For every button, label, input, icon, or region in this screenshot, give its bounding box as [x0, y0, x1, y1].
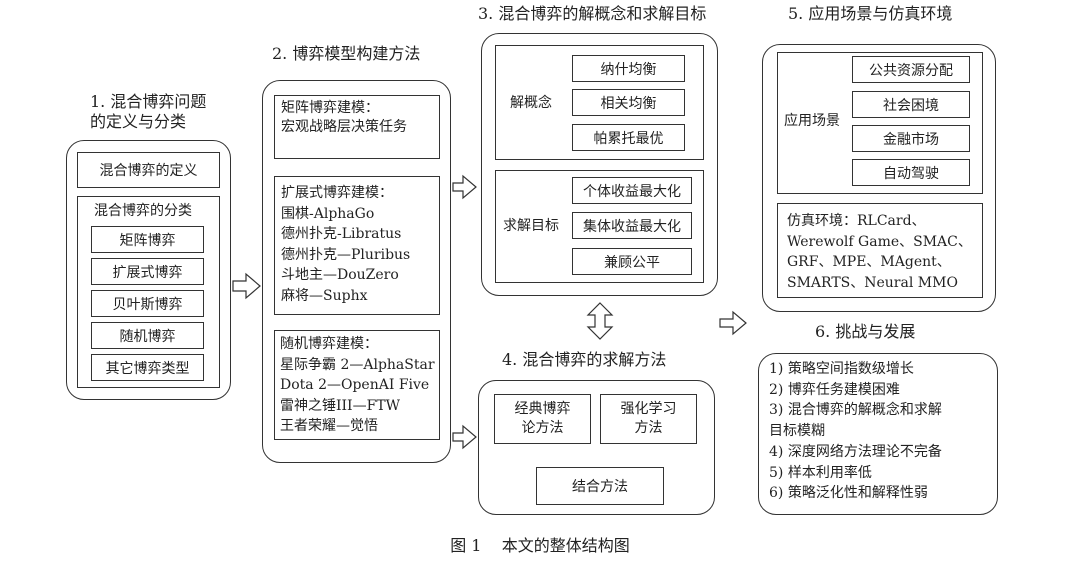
challenge-item-3-cont: 目标模糊	[769, 423, 825, 440]
challenge-item-5: 5) 样本利用率低	[769, 464, 872, 481]
section1-title-line-1: 1. 混合博弈问题	[90, 92, 207, 111]
type-bayesian-label: 贝叶斯博弈	[112, 296, 183, 313]
type-matrix-label: 矩阵博弈	[119, 232, 176, 249]
definition-box: 混合博弈的定义	[77, 152, 220, 188]
arrow-s1-to-s2	[232, 272, 261, 300]
stochastic-item-ftw: 雷神之锤III—FTW	[280, 397, 401, 414]
section1-title-line-2: 的定义与分类	[90, 112, 187, 131]
objective-fairness-box: 兼顾公平	[572, 248, 692, 275]
solution-pareto-box: 帕累托最优	[572, 124, 685, 151]
section1-title: 1. 混合博弈问题 的定义与分类	[90, 92, 206, 132]
rl-method-box: 强化学习 方法	[600, 394, 697, 444]
sim-env-line-4: SMARTS、Neural MMO	[787, 274, 958, 291]
type-bayesian-box: 贝叶斯博弈	[91, 290, 204, 317]
app-driving-box: 自动驾驶	[852, 159, 970, 186]
rl-method-line-2: 方法	[634, 420, 663, 436]
matrix-modeling-desc: 宏观战略层决策任务	[281, 119, 407, 135]
stochastic-modeling-box: 随机博弈建模： 星际争霸 2—AlphaStar Dota 2—OpenAI F…	[274, 330, 440, 440]
solution-pareto-label: 帕累托最优	[593, 130, 664, 147]
application-group	[777, 52, 983, 194]
app-dilemma-box: 社会困境	[852, 91, 970, 118]
solution-nash-label: 纳什均衡	[600, 61, 657, 78]
arrow-s2-to-s3	[452, 174, 477, 200]
app-dilemma-label: 社会困境	[883, 97, 939, 114]
extensive-modeling-box: 扩展式博弈建模： 围棋-AlphaGo 德州扑克-Libratus 德州扑克—P…	[274, 176, 440, 315]
objective-collective-box: 集体收益最大化	[572, 212, 692, 239]
app-resource-label: 公共资源分配	[869, 62, 953, 79]
classic-method-line-1: 经典博弈	[514, 401, 571, 417]
section3-title: 3. 混合博弈的解概念和求解目标	[478, 4, 707, 23]
extensive-item-go: 围棋-AlphaGo	[281, 205, 375, 222]
section2-title: 2. 博弈模型构建方法	[272, 44, 421, 63]
application-label: 应用场景	[784, 113, 840, 129]
section4-title: 4. 混合博弈的求解方法	[502, 350, 667, 369]
app-finance-box: 金融市场	[852, 125, 970, 152]
rl-method-line-1: 强化学习	[620, 401, 677, 417]
type-other-box: 其它博弈类型	[91, 354, 204, 381]
challenge-item-3: 3) 混合博弈的解概念和求解	[769, 402, 942, 419]
combined-method-box: 结合方法	[536, 467, 664, 505]
extensive-modeling-title: 扩展式博弈建模：	[281, 185, 393, 201]
arrow-s3-s4-bidirectional	[586, 302, 614, 340]
classic-method-box: 经典博弈 论方法	[494, 394, 591, 444]
arrow-s2-to-s4	[452, 424, 477, 450]
type-other-label: 其它博弈类型	[105, 360, 190, 377]
type-stochastic-label: 随机博弈	[119, 328, 176, 345]
objective-collective-label: 集体收益最大化	[583, 218, 681, 235]
stochastic-item-alphastar: 星际争霸 2—AlphaStar	[280, 356, 435, 373]
stochastic-item-juewu: 王者荣耀—觉悟	[280, 418, 378, 434]
app-driving-label: 自动驾驶	[883, 165, 939, 182]
arrow-s3-to-s5	[719, 310, 747, 336]
type-extensive-box: 扩展式博弈	[91, 258, 204, 285]
challenge-item-6: 6) 策略泛化性和解释性弱	[769, 485, 928, 502]
objective-individual-label: 个体收益最大化	[583, 183, 681, 200]
matrix-modeling-box: 矩阵博弈建模： 宏观战略层决策任务	[274, 95, 440, 159]
extensive-item-suphx: 麻将—Suphx	[281, 287, 368, 304]
section5-title: 5. 应用场景与仿真环境	[788, 4, 953, 23]
classification-box	[77, 196, 220, 388]
app-resource-box: 公共资源分配	[852, 56, 970, 83]
challenges-container: 1) 策略空间指数级增长 2) 博弈任务建模困难 3) 混合博弈的解概念和求解 …	[758, 353, 998, 515]
extensive-item-pluribus: 德州扑克—Pluribus	[281, 246, 411, 263]
challenge-item-4: 4) 深度网络方法理论不完备	[769, 443, 942, 460]
combined-method-label: 结合方法	[572, 479, 628, 495]
sim-env-line-3: GRF、MPE、MAgent、	[787, 254, 951, 270]
solution-concept-label: 解概念	[510, 95, 552, 111]
type-extensive-label: 扩展式博弈	[112, 264, 183, 281]
sim-env-line-2: Werewolf Game、SMAC、	[787, 233, 972, 250]
type-matrix-box: 矩阵博弈	[91, 226, 204, 253]
section6-title: 6. 挑战与发展	[815, 322, 916, 341]
challenge-item-1: 1) 策略空间指数级增长	[769, 361, 914, 377]
stochastic-item-openai-five: Dota 2—OpenAI Five	[280, 377, 430, 393]
sim-env-line-1: 仿真环境：RLCard、	[787, 213, 926, 229]
sim-env-box: 仿真环境：RLCard、 Werewolf Game、SMAC、 GRF、MPE…	[777, 203, 983, 298]
type-stochastic-box: 随机博弈	[91, 322, 204, 349]
definition-label: 混合博弈的定义	[99, 163, 198, 179]
objective-label: 求解目标	[503, 218, 559, 234]
solution-nash-box: 纳什均衡	[572, 55, 685, 82]
extensive-item-libratus: 德州扑克-Libratus	[281, 226, 402, 242]
classic-method-line-2: 论方法	[521, 420, 564, 436]
solution-correlated-label: 相关均衡	[600, 95, 657, 112]
classification-title: 混合博弈的分类	[94, 203, 192, 219]
objective-fairness-label: 兼顾公平	[604, 254, 660, 271]
objective-individual-box: 个体收益最大化	[572, 177, 692, 204]
objective-group	[495, 170, 704, 283]
app-finance-label: 金融市场	[883, 131, 939, 148]
solution-correlated-box: 相关均衡	[572, 89, 685, 116]
challenge-item-2: 2) 博弈任务建模困难	[769, 381, 900, 398]
stochastic-modeling-title: 随机博弈建模：	[280, 336, 378, 352]
matrix-modeling-title: 矩阵博弈建模：	[281, 100, 379, 116]
solution-concept-group	[495, 45, 704, 160]
extensive-item-douzero: 斗地主—DouZero	[281, 267, 399, 283]
figure-caption: 图 1 本文的整体结构图	[450, 536, 630, 555]
